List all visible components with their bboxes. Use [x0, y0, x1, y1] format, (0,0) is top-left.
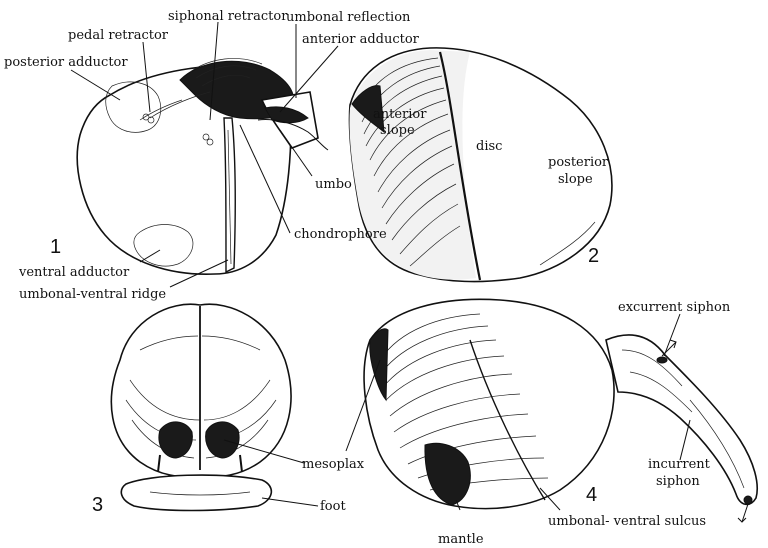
label-anterior-slope-line2: slope: [380, 123, 415, 138]
label-umbonal-ventral-ridge: umbonal-ventral ridge: [19, 287, 166, 302]
label-incurrent-siphon-line1: incurrent: [648, 457, 711, 472]
label-excurrent-siphon: excurrent siphon: [618, 300, 731, 315]
lateral-shell-outline: [364, 299, 614, 508]
label-pedal-retractor: pedal retractor: [68, 28, 169, 43]
label-posterior-slope-line2: slope: [558, 172, 593, 187]
anterior-slope-region: [349, 50, 476, 280]
figure-number-1: 1: [50, 236, 61, 258]
label-umbo: umbo: [315, 177, 352, 192]
label-umbonal-reflection: umbonal reflection: [286, 10, 411, 25]
label-anterior-adductor: anterior adductor: [302, 32, 420, 47]
label-umbonal-ventral-sulcus: umbonal- ventral sulcus: [548, 514, 706, 529]
label-chondrophore: chondrophore: [294, 227, 387, 242]
label-disc: disc: [476, 139, 502, 154]
figure-number-4: 4: [586, 484, 597, 506]
figure-number-2: 2: [588, 245, 599, 267]
label-mesoplax: mesoplax: [302, 457, 365, 472]
label-posterior-slope-line1: posterior: [548, 155, 609, 170]
figure-3-drawing: [111, 304, 318, 510]
label-mantle: mantle: [438, 532, 484, 547]
label-anterior-slope-line1: anterior: [373, 107, 427, 122]
label-foot: foot: [320, 499, 346, 514]
label-siphonal-retractor: siphonal retractor: [168, 9, 288, 24]
label-ventral-adductor: ventral adductor: [18, 265, 130, 280]
figure-number-3: 3: [92, 494, 103, 516]
label-incurrent-siphon-line2: siphon: [656, 474, 700, 489]
label-posterior-adductor: posterior adductor: [4, 55, 128, 70]
foot-shape: [121, 475, 271, 510]
end-view-shell-outline: [111, 304, 291, 476]
